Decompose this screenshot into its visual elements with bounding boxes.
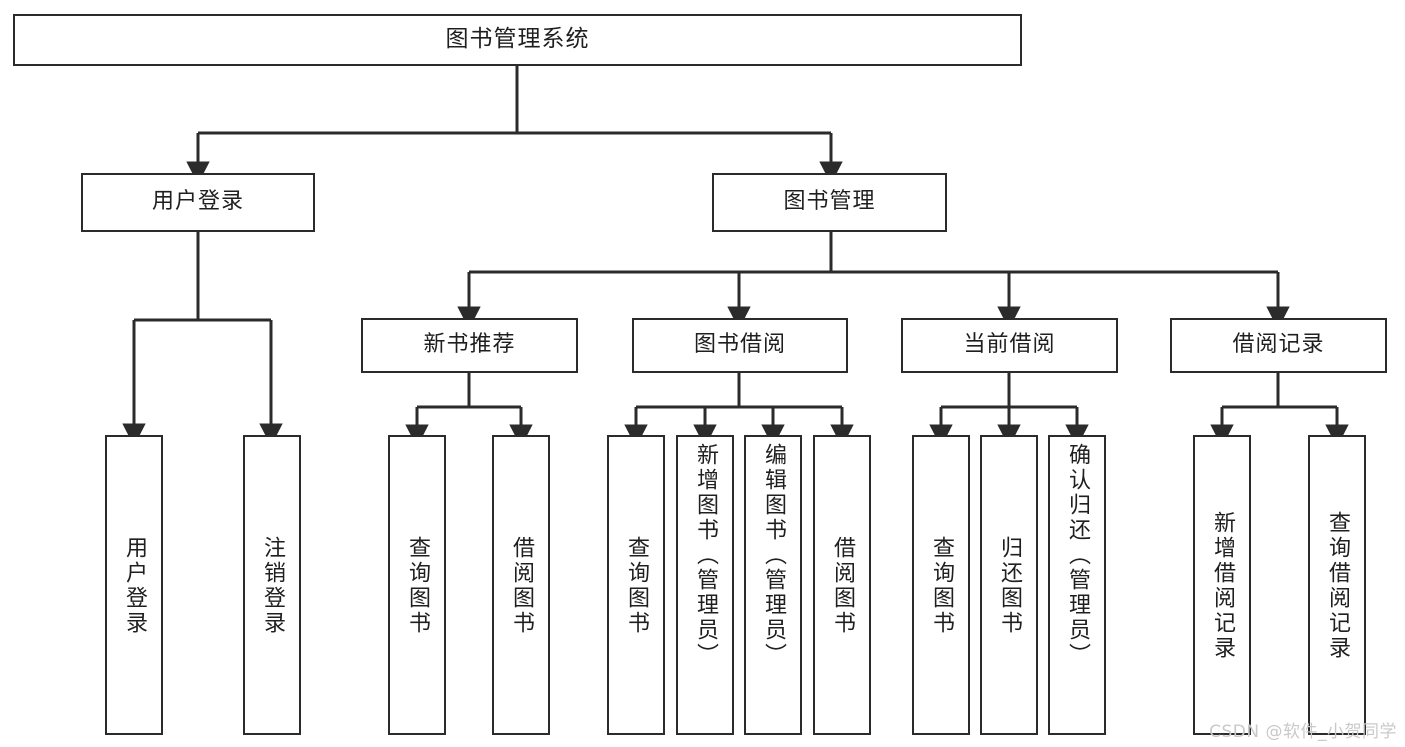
node-leaf-add-record[interactable]: 新增借阅记录 — [1193, 435, 1251, 735]
node-borrow-record[interactable]: 借阅记录 — [1170, 318, 1387, 373]
node-new-book-recommend[interactable]: 新书推荐 — [361, 318, 578, 373]
node-book-management[interactable]: 图书管理 — [712, 173, 947, 232]
node-leaf-borrow-book-2[interactable]: 借阅图书 — [813, 435, 871, 735]
node-leaf-query-book-2[interactable]: 查询图书 — [607, 435, 665, 735]
node-leaf-return-book[interactable]: 归还图书 — [980, 435, 1038, 735]
node-leaf-add-book[interactable]: 新增图书（管理员） — [676, 435, 734, 735]
node-leaf-edit-book[interactable]: 编辑图书（管理员） — [744, 435, 802, 735]
node-leaf-confirm-return[interactable]: 确认归还（管理员） — [1048, 435, 1106, 735]
node-book-borrow[interactable]: 图书借阅 — [632, 318, 848, 373]
node-leaf-user-login[interactable]: 用户登录 — [105, 435, 163, 735]
node-leaf-logout-login[interactable]: 注销登录 — [243, 435, 301, 735]
node-leaf-query-book-1[interactable]: 查询图书 — [388, 435, 446, 735]
node-current-borrow[interactable]: 当前借阅 — [901, 318, 1118, 373]
node-leaf-query-book-3[interactable]: 查询图书 — [912, 435, 970, 735]
node-book-management-system[interactable]: 图书管理系统 — [13, 14, 1022, 66]
node-leaf-borrow-book-1[interactable]: 借阅图书 — [492, 435, 550, 735]
node-leaf-query-record[interactable]: 查询借阅记录 — [1308, 435, 1366, 735]
node-user-login[interactable]: 用户登录 — [81, 173, 315, 232]
